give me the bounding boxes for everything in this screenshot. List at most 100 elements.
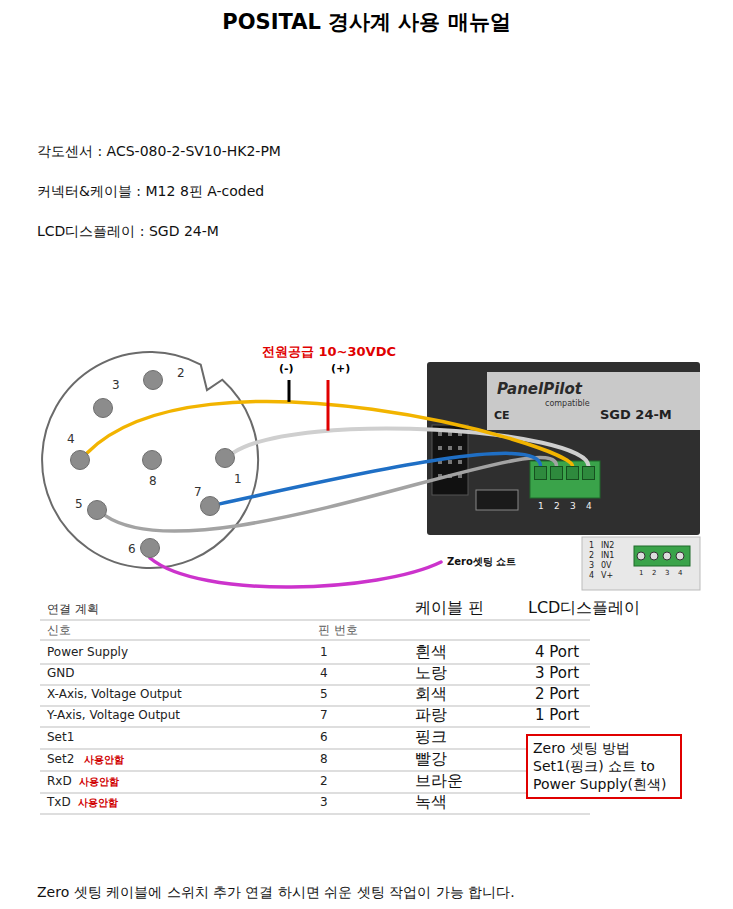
wire-color: 노랑 bbox=[415, 664, 447, 682]
terminal-number: 4 bbox=[678, 569, 682, 577]
signal-name: Power Supply bbox=[47, 646, 128, 660]
wire bbox=[220, 453, 541, 504]
unused-mark: 사용안함 bbox=[79, 776, 119, 788]
terminal-signal: IN2 bbox=[601, 541, 614, 550]
terminal-signal: IN1 bbox=[601, 551, 614, 560]
pink-wire bbox=[150, 558, 441, 587]
table-rules bbox=[40, 620, 590, 814]
polarity-mark: (+) bbox=[331, 363, 350, 376]
terminal-number: 4 bbox=[589, 571, 594, 580]
terminal-inset bbox=[582, 537, 700, 590]
signal-name: RxD bbox=[47, 775, 72, 789]
node-text: 7 bbox=[194, 486, 202, 500]
column-header: LCD디스플레이 bbox=[528, 599, 640, 617]
wire bbox=[105, 458, 556, 532]
connector-pin: 4 bbox=[70, 450, 90, 470]
column-header: 케이블 핀 bbox=[415, 599, 484, 617]
pin-number: 6 bbox=[320, 731, 328, 745]
node-text: 3 bbox=[112, 379, 120, 393]
lcd-port: 4 Port bbox=[535, 644, 579, 661]
wire-color: 녹색 bbox=[415, 793, 447, 811]
pin-number: 1 bbox=[320, 646, 328, 660]
terminal-number: 3 bbox=[589, 561, 594, 570]
spec-line: 커넥터&케이블 : M12 8핀 A-coded bbox=[37, 183, 264, 199]
signal-name: X-Axis, Voltage Output bbox=[47, 688, 182, 702]
terminal-signal: V+ bbox=[601, 571, 613, 580]
node-text: 8 bbox=[149, 475, 157, 489]
note-box: Zero 셋팅 방법 Set1(핑크) 쇼트 to Power Supply(흰… bbox=[526, 734, 682, 799]
connector-pin: 1 bbox=[215, 448, 235, 468]
node-text: 1 bbox=[234, 473, 242, 487]
terminal-port: 1 bbox=[534, 466, 547, 480]
spec-line: 각도센서 : ACS-080-2-SV10-HK2-PM bbox=[37, 143, 281, 159]
node-text: 2 bbox=[554, 501, 560, 511]
node-text: 1 bbox=[538, 501, 544, 511]
model-label: SGD 24-M bbox=[600, 408, 672, 423]
pin-number: 4 bbox=[320, 667, 328, 681]
column-header: 핀 번호 bbox=[318, 624, 358, 638]
inset-terminal bbox=[634, 546, 690, 566]
power-label: 전원공급 10~30VDC bbox=[262, 345, 396, 360]
connector-pin: 5 bbox=[87, 500, 107, 520]
brand-sub: compatible bbox=[545, 399, 590, 408]
terminal-number: 3 bbox=[665, 569, 669, 577]
pin-header-dots bbox=[438, 432, 462, 478]
terminal-number: 2 bbox=[589, 551, 594, 560]
terminal-number: 1 bbox=[589, 541, 594, 550]
connector-outline bbox=[42, 352, 258, 568]
page-title: POSITAL 경사계 사용 매뉴얼 bbox=[0, 8, 733, 36]
connector-pin: 6 bbox=[140, 538, 160, 558]
signal-name: Set2 bbox=[47, 753, 74, 767]
unused-mark: 사용안함 bbox=[78, 797, 118, 809]
node-text: Zero 셋팅 방법 Set1(핑크) 쇼트 to Power Supply(흰… bbox=[533, 739, 675, 794]
terminal-port: 3 bbox=[566, 466, 579, 480]
terminal-number: 1 bbox=[639, 569, 643, 577]
usb-port bbox=[476, 490, 518, 510]
pin-number: 8 bbox=[320, 753, 328, 767]
table-title: 연결 계획 bbox=[47, 603, 99, 617]
unused-mark: 사용안함 bbox=[84, 754, 124, 766]
node-text: 4 bbox=[586, 501, 592, 511]
wire-color: 핑크 bbox=[415, 728, 447, 746]
inset-screws bbox=[637, 552, 684, 560]
brand-logo: PanelPilot bbox=[497, 381, 582, 398]
terminal-port: 2 bbox=[550, 466, 563, 480]
node-text: 2 bbox=[177, 367, 185, 381]
ce-mark: CE bbox=[494, 410, 510, 423]
connector-pin: 8 bbox=[142, 450, 162, 470]
terminal-number: 2 bbox=[652, 569, 656, 577]
wire-color: 빨강 bbox=[415, 750, 447, 768]
node-text: 3 bbox=[570, 501, 576, 511]
lcd-port: 1 Port bbox=[535, 707, 579, 724]
pin-number: 2 bbox=[320, 775, 328, 789]
signal-name: GND bbox=[47, 667, 75, 681]
power-wire bbox=[288, 380, 291, 402]
pin-number: 7 bbox=[320, 709, 328, 723]
connector-pin: 2 bbox=[143, 370, 163, 390]
signal-name: Set1 bbox=[47, 731, 74, 745]
wire-color: 브라운 bbox=[415, 772, 463, 790]
pin-number: 3 bbox=[320, 796, 328, 810]
column-header: 신호 bbox=[47, 624, 71, 638]
spec-line: LCD디스플레이 : SGD 24-M bbox=[37, 223, 219, 239]
node-text: 4 bbox=[67, 433, 75, 447]
terminal-block bbox=[530, 461, 600, 498]
wire-color: 파랑 bbox=[415, 706, 447, 724]
wire-color: 회색 bbox=[415, 685, 447, 703]
lcd-port: 2 Port bbox=[535, 686, 579, 703]
connector-pin: 7 bbox=[200, 496, 220, 516]
node-text: 5 bbox=[75, 498, 83, 512]
connector-pin: 3 bbox=[93, 398, 113, 418]
terminal-signal: 0V bbox=[601, 561, 612, 570]
footnote: Zero 셋팅 케이블에 스위치 추가 연결 하시면 쉬운 셋팅 작업이 가능 … bbox=[37, 884, 515, 900]
lcd-port: 3 Port bbox=[535, 665, 579, 682]
pin-number: 5 bbox=[320, 688, 328, 702]
polarity-mark: (-) bbox=[279, 363, 294, 376]
signal-name: TxD bbox=[47, 796, 71, 810]
node-text: 6 bbox=[128, 543, 136, 557]
display-label-panel bbox=[487, 372, 700, 430]
signal-name: Y-Axis, Voltage Output bbox=[47, 709, 180, 723]
power-wire bbox=[327, 380, 330, 431]
terminal-port: 4 bbox=[582, 466, 595, 480]
wire-color: 흰색 bbox=[415, 643, 447, 661]
